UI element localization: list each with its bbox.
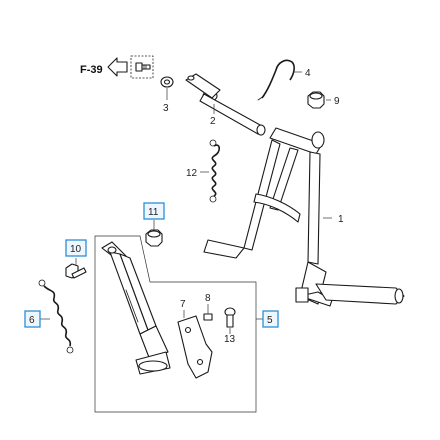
- part-4-hook-clip: [257, 59, 302, 101]
- callout-10: 10: [70, 244, 82, 255]
- callout-2: 2: [210, 116, 216, 127]
- part-1-main-stand: [203, 127, 405, 307]
- callout-5: 5: [267, 315, 273, 326]
- reference-group: F-39: [80, 55, 154, 79]
- part-12-spring: [200, 139, 221, 203]
- side-stand-leg: [101, 241, 171, 375]
- reference-label: F-39: [80, 64, 103, 76]
- part-9-nut: [307, 91, 331, 109]
- part-3-washer: [160, 76, 174, 100]
- callout-8: 8: [205, 293, 211, 304]
- part-6-side-spring: [38, 279, 74, 354]
- callout-11: 11: [148, 207, 159, 218]
- callout-1: 1: [338, 214, 344, 225]
- callout-11-box: [143, 202, 165, 220]
- part-7-bracket: [177, 310, 213, 379]
- callout-7: 7: [180, 299, 186, 310]
- callout-9: 9: [334, 96, 340, 107]
- callout-6: 6: [29, 315, 35, 326]
- callout-5-box: [262, 310, 279, 328]
- callout-6-box: [24, 310, 41, 328]
- callout-12: 12: [186, 168, 198, 179]
- dashed-box: [130, 55, 154, 79]
- bolt-icon: [135, 62, 151, 72]
- part-11-nut: [145, 220, 163, 247]
- callouts: 1 2 3 4 5 6 7 8 9 10 11 12 13: [24, 68, 344, 345]
- part-8-pin: [203, 304, 213, 321]
- callout-3: 3: [163, 103, 169, 114]
- callout-4: 4: [305, 68, 311, 79]
- part-10-bolt: [65, 258, 87, 279]
- part-5-assembly-outline: [94, 235, 263, 413]
- part-13-bolt: [224, 307, 236, 334]
- part-2-pivot-shaft: [185, 73, 266, 136]
- callout-10-box: [65, 239, 87, 257]
- callout-13: 13: [224, 334, 236, 345]
- left-arrow-icon: [107, 57, 128, 77]
